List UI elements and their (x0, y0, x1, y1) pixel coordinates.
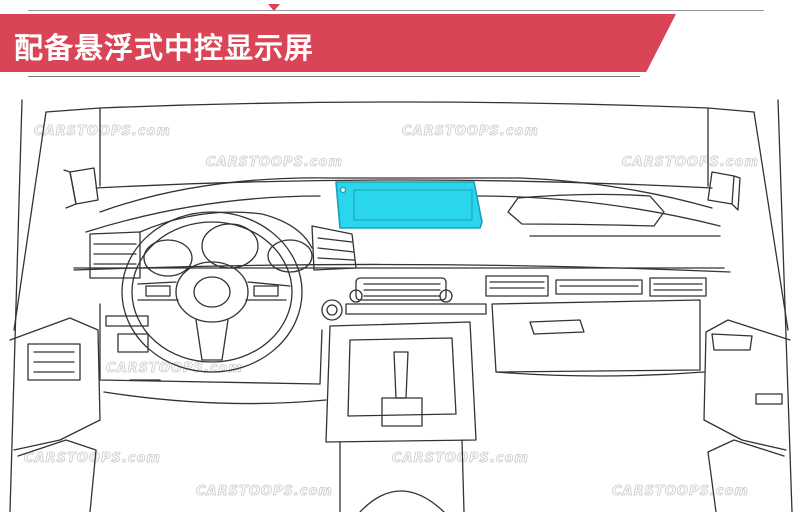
passenger-dash-trim (507, 193, 721, 237)
watermark-group: CARSTOOPS.com CARSTOOPS.com CARSTOOPS.co… (24, 124, 759, 500)
title-underline (28, 76, 640, 77)
dashboard-top (73, 177, 731, 273)
title-banner: 配备悬浮式中控显示屏 (0, 14, 676, 72)
center-display-screen (335, 181, 483, 229)
watermark-text: CARSTOOPS.com (106, 361, 243, 376)
dashboard-line-drawing: CARSTOOPS.com CARSTOOPS.com CARSTOOPS.co… (9, 99, 793, 512)
watermark-text: CARSTOOPS.com (612, 484, 749, 499)
watermark-text: CARSTOOPS.com (402, 124, 539, 139)
left-mirror (63, 167, 99, 209)
windshield-frame (9, 99, 793, 512)
top-notch-marker (268, 4, 280, 11)
watermark-text: CARSTOOPS.com (24, 451, 161, 466)
passenger-vents (485, 275, 707, 297)
center-vents (321, 277, 487, 321)
watermark-text: CARSTOOPS.com (196, 484, 333, 499)
watermark-text: CARSTOOPS.com (392, 451, 529, 466)
right-mirror (707, 171, 741, 211)
passenger-door-panel (703, 319, 791, 512)
glovebox (491, 299, 705, 377)
watermark-text: CARSTOOPS.com (34, 124, 171, 139)
watermark-text: CARSTOOPS.com (622, 155, 759, 170)
driver-right-vent (311, 225, 357, 271)
top-divider-line (28, 10, 764, 11)
driver-door-panel (9, 317, 101, 512)
left-air-vent (89, 231, 141, 279)
center-console (325, 321, 477, 512)
page-title: 配备悬浮式中控显示屏 (14, 31, 315, 65)
lower-driver-dash (99, 303, 327, 405)
steering-wheel (121, 211, 303, 373)
watermark-text: CARSTOOPS.com (206, 155, 343, 170)
